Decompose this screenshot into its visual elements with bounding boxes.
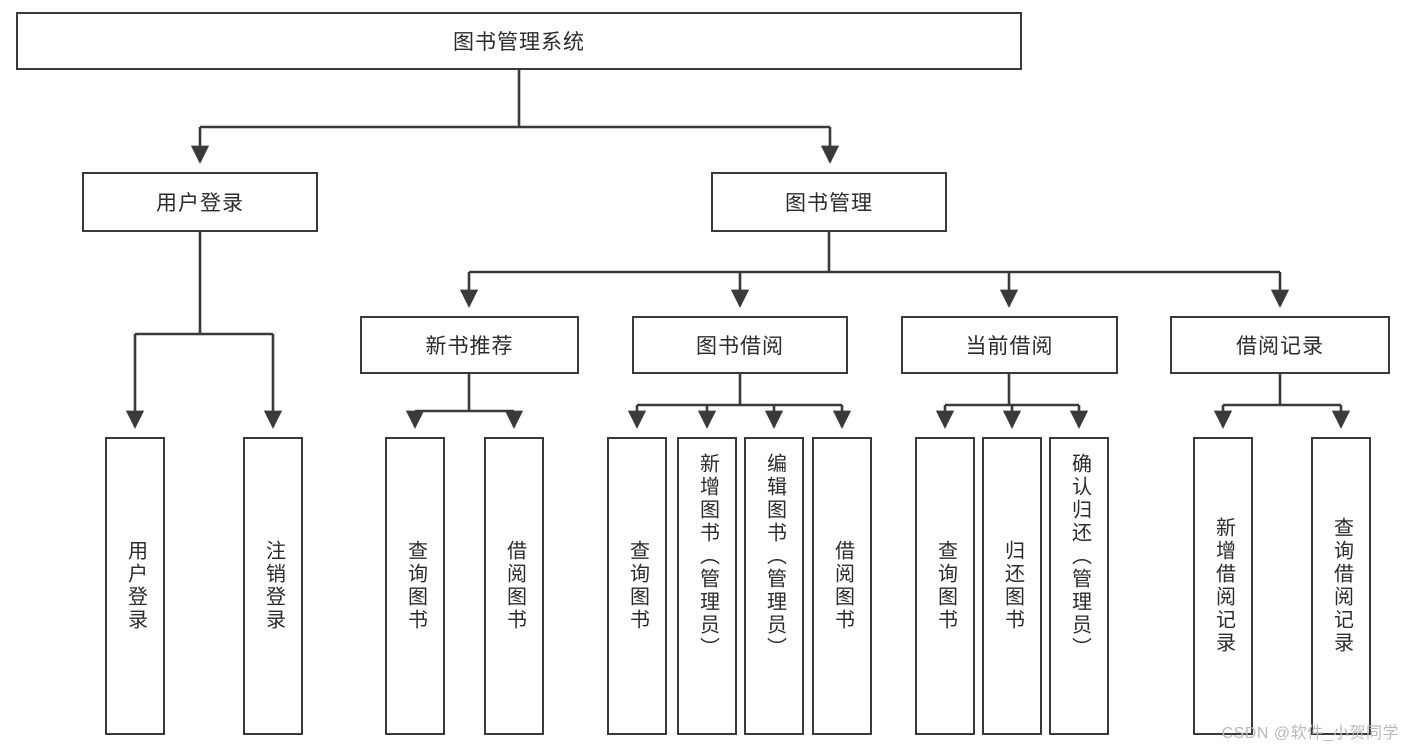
leaf-edit-book-admin-label: 编辑图书（管理员） xyxy=(763,453,786,660)
node-new-book-recommend-label: 新书推荐 xyxy=(425,335,514,358)
leaf-add-book-admin[interactable]: 新增图书（管理员） xyxy=(677,437,737,735)
node-user-login[interactable]: 用户登录 xyxy=(82,172,318,232)
node-book-management-label: 图书管理 xyxy=(785,192,873,215)
leaf-return-books-label: 归还图书 xyxy=(1001,540,1024,632)
node-book-management[interactable]: 图书管理 xyxy=(711,172,947,232)
leaf-add-borrow-record[interactable]: 新增借阅记录 xyxy=(1193,437,1253,735)
leaf-query-books-current[interactable]: 查询图书 xyxy=(915,437,975,735)
leaf-borrow-books-recommend-label: 借阅图书 xyxy=(503,540,526,632)
leaf-borrow-books[interactable]: 借阅图书 xyxy=(812,437,872,735)
node-borrow-records-label: 借阅记录 xyxy=(1236,335,1324,358)
leaf-confirm-return-admin-label: 确认归还（管理员） xyxy=(1068,453,1091,660)
leaf-query-books-recommend[interactable]: 查询图书 xyxy=(385,437,445,735)
node-new-book-recommend[interactable]: 新书推荐 xyxy=(360,316,579,374)
leaf-borrow-books-recommend[interactable]: 借阅图书 xyxy=(484,437,544,735)
watermark-text: CSDN @软件_小贺同学 xyxy=(1221,725,1399,742)
leaf-query-books-recommend-label: 查询图书 xyxy=(404,540,427,632)
leaf-logout-label: 注销登录 xyxy=(262,540,285,632)
node-root[interactable]: 图书管理系统 xyxy=(16,12,1022,70)
node-current-borrow-label: 当前借阅 xyxy=(965,335,1054,358)
leaf-confirm-return-admin[interactable]: 确认归还（管理员） xyxy=(1049,437,1109,735)
leaf-query-books-current-label: 查询图书 xyxy=(934,540,957,632)
leaf-user-login[interactable]: 用户登录 xyxy=(105,437,165,735)
node-current-borrow[interactable]: 当前借阅 xyxy=(901,316,1118,374)
node-user-login-label: 用户登录 xyxy=(156,192,244,215)
leaf-add-book-admin-label: 新增图书（管理员） xyxy=(696,453,719,660)
node-book-borrow[interactable]: 图书借阅 xyxy=(632,316,848,374)
leaf-query-borrow-record-label: 查询借阅记录 xyxy=(1330,517,1353,655)
leaf-logout[interactable]: 注销登录 xyxy=(243,437,303,735)
leaf-return-books[interactable]: 归还图书 xyxy=(982,437,1042,735)
leaf-add-borrow-record-label: 新增借阅记录 xyxy=(1212,517,1235,655)
node-root-label: 图书管理系统 xyxy=(453,31,585,54)
node-book-borrow-label: 图书借阅 xyxy=(696,335,784,358)
node-borrow-records[interactable]: 借阅记录 xyxy=(1170,316,1390,374)
leaf-query-books-borrow-label: 查询图书 xyxy=(626,540,649,632)
leaf-edit-book-admin[interactable]: 编辑图书（管理员） xyxy=(744,437,804,735)
leaf-user-login-label: 用户登录 xyxy=(124,540,147,632)
leaf-borrow-books-label: 借阅图书 xyxy=(831,540,854,632)
leaf-query-books-borrow[interactable]: 查询图书 xyxy=(607,437,667,735)
leaf-query-borrow-record[interactable]: 查询借阅记录 xyxy=(1311,437,1371,735)
